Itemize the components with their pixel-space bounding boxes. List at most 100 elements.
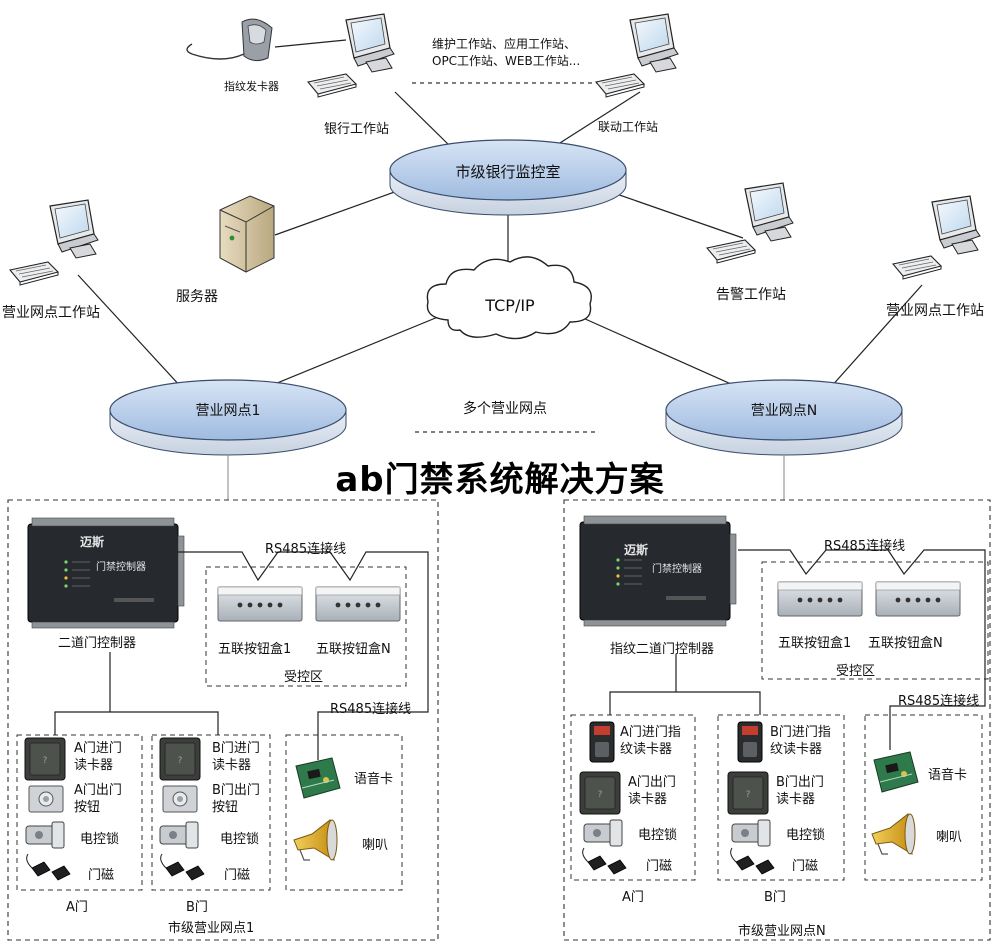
- alarm-workstation-icon: [706, 182, 794, 264]
- left-a-magnet-icon: [26, 853, 71, 881]
- branch-site-links: [227, 455, 785, 500]
- right-controller-brand: 迈斯: [624, 542, 648, 557]
- left-voice-frame: [285, 734, 403, 891]
- right-a-fp-reader-label: A门进门指 纹读卡器: [620, 725, 681, 757]
- right-b-lock-icon: [731, 819, 771, 847]
- left-site: 迈斯 门禁控制器: [7, 499, 439, 941]
- server-icon: [219, 195, 275, 273]
- left-speaker-icon: [293, 819, 338, 861]
- left-a-exit-button-icon: [28, 785, 64, 813]
- link-tcpip-branchn: [564, 309, 741, 389]
- right-voice-frame: [864, 714, 983, 881]
- right-site-name: 市级营业网点N: [738, 924, 826, 939]
- left-site-name: 市级营业网点1: [168, 921, 255, 936]
- right-speaker-icon: [871, 813, 916, 855]
- left-door-a-frame: [16, 734, 143, 891]
- left-controller-brand: 迈斯: [80, 534, 104, 549]
- left-b-lock-label: 电控锁: [220, 832, 260, 847]
- right-speaker-label: 喇叭: [936, 830, 963, 845]
- network-links: [77, 39, 923, 389]
- left-button-box-1-label: 五联按钮盒1: [218, 642, 292, 657]
- fingerprint-issuer-icon: [186, 18, 273, 62]
- left-a-door-name: A门: [66, 900, 88, 915]
- link-ws-branch1: [77, 274, 183, 389]
- branch-1-disc: [109, 379, 347, 456]
- right-site: 迈斯 门禁控制器: [563, 499, 991, 941]
- left-controller-icon: [27, 517, 185, 629]
- dashed-link-workstations: [412, 82, 600, 433]
- right-button-box-1-icon: [777, 581, 863, 617]
- branch-workstation-right-label: 营业网点工作站: [886, 303, 984, 319]
- left-controller-name: 门禁控制器: [96, 560, 146, 573]
- left-b-magnet-label: 门磁: [224, 868, 251, 883]
- left-a-lock-icon: [25, 821, 65, 849]
- left-b-lock-icon: [159, 821, 199, 849]
- right-a-lock-label: 电控锁: [638, 828, 678, 843]
- right-a-magnet-label: 门磁: [646, 859, 673, 874]
- page-title: ab门禁系统解决方案: [335, 460, 665, 500]
- branch-n-disc: [665, 379, 903, 456]
- right-button-box-n-label: 五联按钮盒N: [868, 636, 943, 651]
- linkage-workstation-label: 联动工作站: [598, 120, 659, 134]
- left-b-door-name: B门: [186, 900, 208, 915]
- branch-n-label: 营业网点N: [750, 403, 818, 419]
- link-fp-bank: [274, 39, 347, 48]
- bank-workstation-label: 银行工作站: [324, 122, 390, 137]
- left-a-magnet-label: 门磁: [88, 868, 115, 883]
- right-b-reader-label: B门出门 读卡器: [776, 775, 824, 807]
- right-a-reader-label: A门出门 读卡器: [628, 775, 676, 807]
- linkage-workstation-icon: [595, 13, 679, 98]
- left-a-reader-label: A门进门 读卡器: [74, 741, 122, 773]
- right-a-reader-icon: [579, 771, 621, 815]
- right-b-door-name: B门: [764, 890, 786, 905]
- right-a-fp-reader-icon: [589, 721, 615, 763]
- link-tcpip-branch1: [264, 309, 456, 389]
- right-site-frame: [563, 499, 991, 941]
- left-a-lock-label: 电控锁: [80, 832, 120, 847]
- left-b-reader-icon: [159, 737, 201, 781]
- alarm-workstation-label: 告警工作站: [716, 287, 786, 303]
- right-a-door-name: A门: [622, 890, 644, 905]
- left-button-box-1-icon: [217, 586, 303, 622]
- right-rs485-top-label: RS485连接线: [824, 539, 906, 554]
- right-b-fp-reader-label: B门进门指 纹读卡器: [770, 725, 831, 757]
- right-controller-label: 指纹二道门控制器: [610, 642, 715, 657]
- left-controlled-zone-frame: [205, 566, 407, 687]
- fingerprint-issuer-label: 指纹发卡器: [224, 80, 279, 93]
- workstations-note: 维护工作站、应用工作站、 OPC工作站、WEB工作站...: [432, 37, 581, 68]
- left-speaker-label: 喇叭: [362, 838, 389, 853]
- right-door-b-frame: [717, 714, 845, 881]
- link-linkage-monitor: [551, 91, 641, 149]
- tcpip-label: TCP/IP: [485, 296, 535, 315]
- multi-branch-label: 多个营业网点: [463, 401, 547, 417]
- right-b-magnet-label: 门磁: [792, 859, 819, 874]
- monitor-room-disc: [389, 139, 627, 216]
- left-b-exit-button-icon: [162, 785, 198, 813]
- link-ws-branchn: [829, 284, 923, 389]
- left-voice-card-icon: [295, 757, 341, 799]
- left-b-reader-label: B门进门 读卡器: [212, 741, 260, 773]
- right-voice-card-icon: [873, 751, 919, 793]
- right-button-box-1-label: 五联按钮盒1: [778, 636, 852, 651]
- branch-1-label: 营业网点1: [195, 403, 261, 419]
- left-b-exit-button-label: B门出门 按钮: [212, 783, 260, 815]
- left-button-box-n-label: 五联按钮盒N: [316, 642, 391, 657]
- right-door-a-frame: [570, 714, 696, 881]
- left-voice-card-label: 语音卡: [354, 772, 394, 787]
- right-controlled-zone-label: 受控区: [836, 664, 876, 679]
- left-button-box-n-icon: [315, 586, 401, 622]
- link-bank-monitor: [394, 91, 453, 149]
- right-b-lock-label: 电控锁: [786, 828, 826, 843]
- left-rs485-side-label: RS485连接线: [330, 702, 412, 717]
- left-rs485-top-label: RS485连接线: [265, 542, 347, 557]
- left-controller-label: 二道门控制器: [58, 636, 137, 651]
- right-b-magnet-icon: [730, 847, 775, 875]
- left-a-reader-icon: [24, 737, 66, 781]
- right-a-magnet-icon: [582, 847, 627, 875]
- branch-workstation-left-icon: [9, 199, 99, 286]
- left-controlled-zone-label: 受控区: [284, 670, 324, 685]
- monitor-room-label: 市级银行监控室: [455, 163, 561, 181]
- right-button-box-n-icon: [875, 581, 961, 617]
- right-b-reader-icon: [727, 771, 769, 815]
